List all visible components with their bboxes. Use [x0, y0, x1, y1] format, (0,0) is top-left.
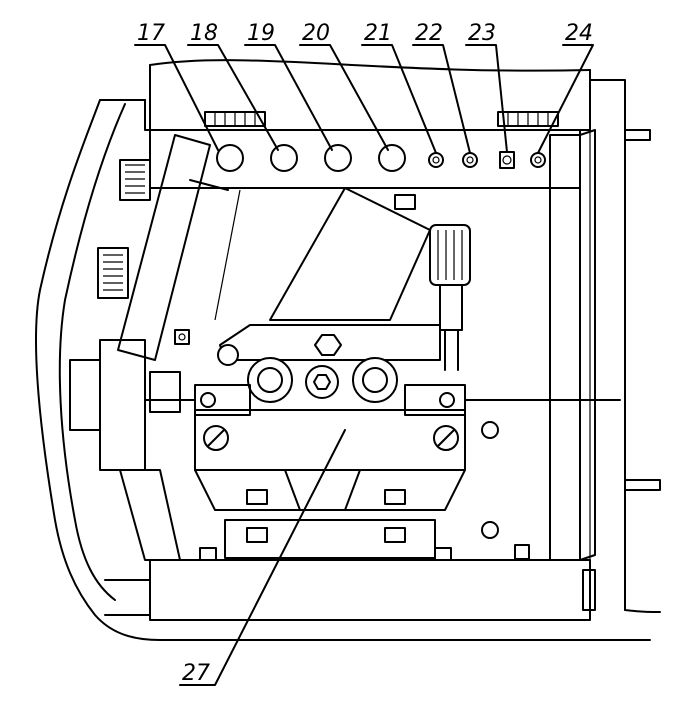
vent-slots — [204, 111, 559, 127]
side-door — [69, 134, 229, 561]
knob-19 — [324, 144, 352, 172]
switch-21 — [428, 152, 444, 168]
callout-23: 23 — [468, 21, 496, 46]
callout-22: 22 — [415, 21, 443, 46]
callout-17: 17 — [137, 21, 165, 46]
right-panel — [104, 129, 661, 621]
mounting-holes — [481, 421, 499, 539]
knob-20 — [378, 144, 406, 172]
callout-27: 27 — [182, 661, 210, 686]
feeder-cover — [214, 187, 431, 321]
callout-labels: 17 18 19 20 21 22 23 24 27 — [137, 21, 593, 686]
callout-20: 20 — [302, 21, 330, 46]
callout-leaders — [134, 44, 594, 686]
switch-24 — [530, 152, 546, 168]
switch-23 — [499, 151, 515, 169]
control-panel — [149, 129, 581, 189]
callout-18: 18 — [190, 21, 218, 46]
callout-19: 19 — [247, 21, 275, 46]
base-bolts — [199, 489, 530, 561]
knob-17 — [216, 144, 244, 172]
housing — [35, 59, 661, 641]
callout-24: 24 — [565, 21, 593, 46]
feed-mechanism — [144, 324, 621, 511]
callout-21: 21 — [364, 21, 392, 46]
switch-22 — [462, 152, 478, 168]
tension-knob — [429, 224, 471, 371]
knob-18 — [270, 144, 298, 172]
